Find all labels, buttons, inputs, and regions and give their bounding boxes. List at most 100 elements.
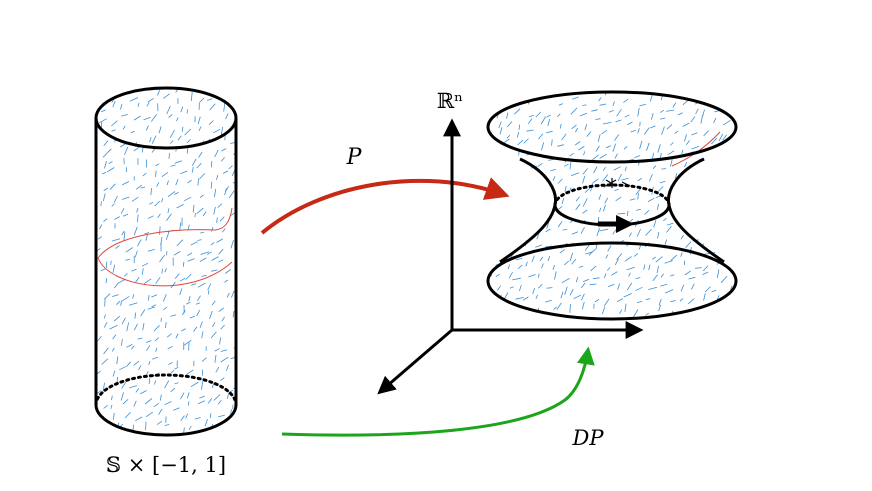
vector-field-segment xyxy=(623,293,632,298)
vector-field-segment xyxy=(546,287,553,289)
vector-field-segment xyxy=(717,152,722,161)
vector-field-segment xyxy=(594,298,600,303)
vector-field-segment xyxy=(519,311,525,315)
vector-field-segment xyxy=(495,248,503,254)
vector-field-segment xyxy=(226,427,229,432)
vector-field-segment xyxy=(658,298,662,306)
vector-field-segment xyxy=(122,125,126,130)
vector-field-segment xyxy=(677,112,683,116)
vector-field-segment xyxy=(636,228,641,237)
vector-field-segment xyxy=(548,159,554,161)
vector-field-segment xyxy=(688,298,695,305)
vector-field-segment xyxy=(723,188,729,197)
vector-field-segment xyxy=(138,365,142,371)
vector-field-segment xyxy=(647,90,652,91)
vector-field-segment xyxy=(137,239,142,247)
vector-field-segment xyxy=(101,171,107,175)
vector-field-segment xyxy=(113,195,118,203)
vector-field-segment xyxy=(709,232,717,238)
vector-field-segment xyxy=(175,178,179,186)
vector-field-segment xyxy=(493,228,501,232)
vector-field-segment xyxy=(93,343,94,350)
vector-field-segment xyxy=(197,178,199,186)
vector-field-segment xyxy=(140,309,146,317)
vector-field-segment xyxy=(186,369,194,375)
vector-field-segment xyxy=(560,291,564,299)
vector-field-segment xyxy=(665,289,674,294)
vector-field-segment xyxy=(195,302,200,305)
cylinder-vector-field xyxy=(85,88,236,434)
vector-field-segment xyxy=(114,216,120,220)
vector-field-segment xyxy=(635,188,642,196)
vector-field-segment xyxy=(156,182,160,187)
vector-field-segment xyxy=(518,233,525,237)
vector-field-segment xyxy=(174,382,179,385)
vector-field-segment xyxy=(155,347,158,352)
vector-field-segment xyxy=(152,356,158,360)
vector-field-segment xyxy=(522,296,529,301)
vector-field-segment xyxy=(661,126,665,135)
vector-field-segment xyxy=(140,186,146,189)
vector-field-segment xyxy=(702,109,705,117)
vector-field-segment xyxy=(605,254,609,259)
vector-field-segment xyxy=(89,371,90,378)
vector-field-segment xyxy=(225,113,229,120)
vector-field-segment xyxy=(124,273,128,277)
vector-field-segment xyxy=(113,88,117,90)
vector-field-segment xyxy=(530,92,534,95)
vector-field-segment xyxy=(515,257,523,261)
vector-field-segment xyxy=(217,400,222,405)
vector-field-segment xyxy=(220,349,228,352)
vector-field-segment xyxy=(680,252,683,257)
vector-field-segment xyxy=(635,277,641,280)
hyperboloid xyxy=(486,90,738,321)
vector-field-segment xyxy=(121,230,125,236)
vector-field-segment xyxy=(544,245,552,248)
vector-field-segment xyxy=(707,231,710,238)
vector-field-segment xyxy=(564,260,569,266)
vector-field-segment xyxy=(574,141,581,146)
vector-field-segment xyxy=(197,282,206,288)
vector-field-segment xyxy=(149,137,152,143)
vector-field-segment xyxy=(113,282,119,289)
vector-field-segment xyxy=(562,229,568,231)
vector-field-segment xyxy=(670,274,675,277)
vector-field-segment xyxy=(706,198,714,204)
vector-field-segment xyxy=(116,300,121,305)
vector-field-segment xyxy=(219,337,221,345)
vector-field-segment xyxy=(85,146,93,150)
vector-field-segment xyxy=(183,339,192,346)
vector-field-segment xyxy=(593,166,598,174)
vector-field-segment xyxy=(557,178,563,184)
vector-field-segment xyxy=(607,245,612,252)
vector-field-segment xyxy=(111,203,115,207)
vector-field-segment xyxy=(155,170,157,178)
vector-field-segment xyxy=(97,236,102,240)
vector-field-segment xyxy=(569,161,572,170)
vector-field-segment xyxy=(494,168,504,172)
vector-field-segment xyxy=(583,151,586,156)
vector-field-segment xyxy=(696,92,701,95)
vector-field-segment xyxy=(116,356,119,365)
vector-field-segment xyxy=(713,117,717,124)
vector-field-segment xyxy=(181,310,186,316)
vector-field-segment xyxy=(615,196,622,202)
vector-field-segment xyxy=(157,213,161,219)
vector-field-segment xyxy=(532,228,534,234)
vector-field-segment xyxy=(488,139,493,145)
vector-field-segment xyxy=(133,323,138,331)
vector-field-segment xyxy=(580,227,585,234)
vector-field-segment xyxy=(645,228,652,236)
vector-field-segment xyxy=(718,171,724,179)
vector-field-segment xyxy=(702,271,709,275)
vector-field-segment xyxy=(166,106,171,115)
vector-field-segment xyxy=(137,102,140,107)
vector-field-segment xyxy=(111,238,121,242)
vector-field-segment xyxy=(497,179,503,183)
vector-field-segment xyxy=(598,97,602,102)
vector-field-segment xyxy=(111,129,116,132)
cylinder-curve xyxy=(97,207,233,259)
vector-field-segment xyxy=(101,358,109,365)
vector-field-segment xyxy=(540,116,546,125)
vector-field-segment xyxy=(173,407,180,411)
